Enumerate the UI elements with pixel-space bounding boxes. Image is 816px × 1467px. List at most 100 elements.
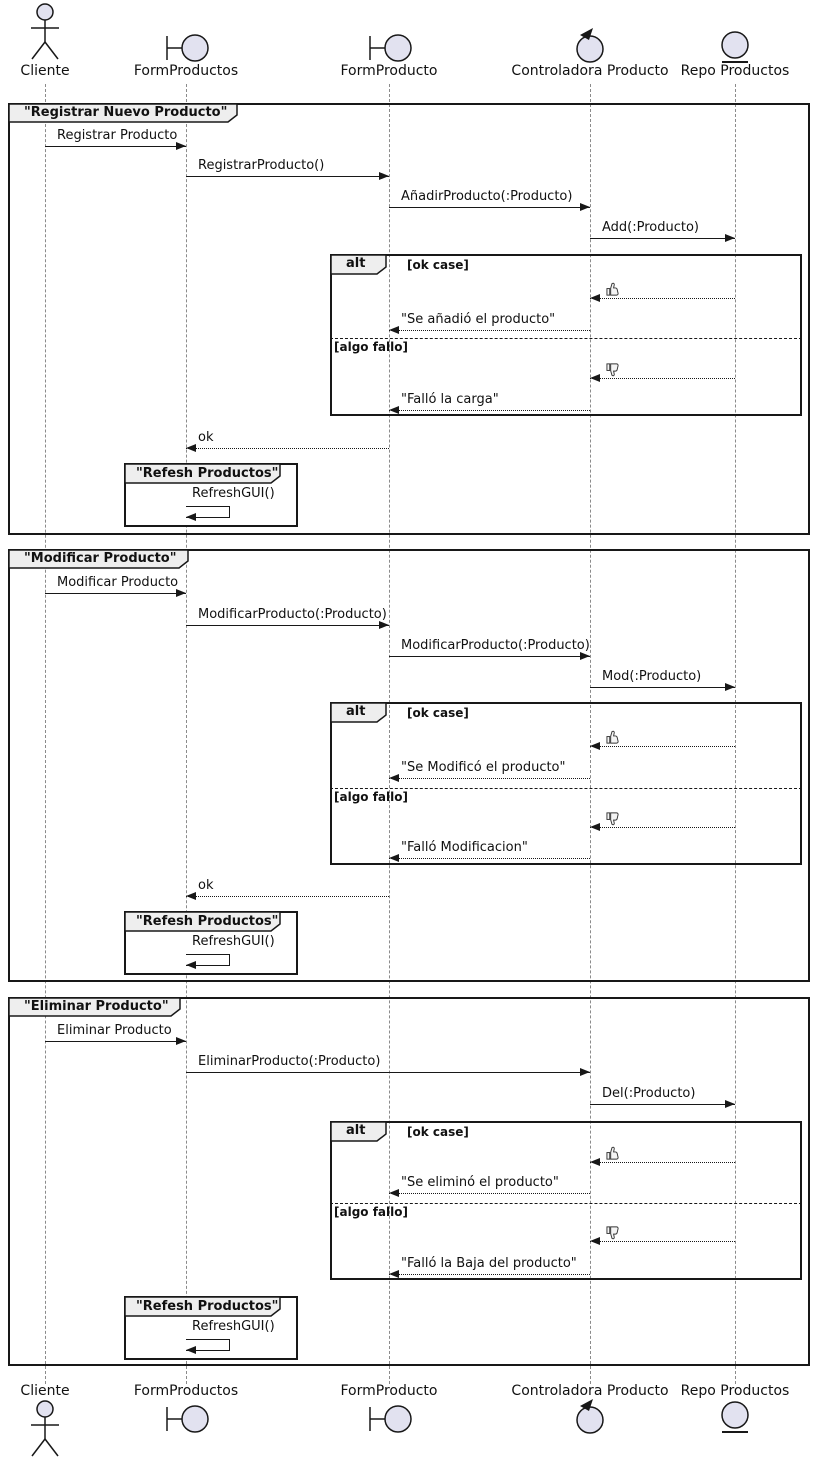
message-arrowhead-22 <box>590 1158 600 1166</box>
alt-condition-fail-1: [algo fallo] <box>334 340 408 354</box>
message-arrowhead-9 <box>186 444 196 452</box>
message-arrowhead-13 <box>725 683 735 691</box>
thumbs-up-icon <box>606 282 621 301</box>
message-line-2 <box>186 176 389 177</box>
frame-2-border <box>8 549 810 982</box>
frame-3-title-tab <box>8 997 181 1017</box>
message-label-20: EliminarProducto(:Producto) <box>198 1054 381 1069</box>
message-line-20 <box>186 1072 590 1073</box>
alt-fragment-1 <box>330 254 802 416</box>
message-line-14 <box>590 746 735 747</box>
control-icon <box>573 27 607 67</box>
frame-3-border <box>8 997 810 1366</box>
subframe-3-title: "Refesh Productos" <box>136 1299 279 1314</box>
alt-label-pentagon-1 <box>330 254 387 275</box>
message-label-10: Modificar Producto <box>57 575 179 590</box>
lifeline-formproductos <box>186 84 187 1384</box>
control-icon <box>573 1398 607 1438</box>
self-message-label-2: RefreshGUI() <box>192 934 275 949</box>
message-arrowhead-19 <box>176 1037 186 1045</box>
actor-icon <box>27 3 63 65</box>
entity-icon <box>718 30 752 70</box>
message-line-15 <box>389 778 590 779</box>
message-arrowhead-15 <box>389 774 399 782</box>
message-label-9: ok <box>198 430 214 445</box>
message-line-1 <box>45 146 186 147</box>
thumbs-up-icon <box>606 730 621 749</box>
alt-condition-fail-3: [algo fallo] <box>334 1205 408 1219</box>
message-line-8 <box>389 410 590 411</box>
thumbs-down-icon <box>606 1225 621 1244</box>
lifeline-controladora <box>590 84 591 1384</box>
alt-condition-ok-1: [ok case] <box>407 258 469 272</box>
participant-label-bottom-formproductos: FormProductos <box>133 1383 239 1399</box>
message-arrowhead-18 <box>186 892 196 900</box>
alt-label-pentagon-3 <box>330 1121 387 1142</box>
alt-divider-3 <box>330 1203 802 1204</box>
frame-1-title: "Registrar Nuevo Producto" <box>24 105 228 120</box>
alt-divider-2 <box>330 788 802 789</box>
message-arrowhead-23 <box>389 1189 399 1197</box>
lifeline-formproducto <box>389 84 390 1384</box>
message-arrowhead-8 <box>389 406 399 414</box>
participant-label-top-controladora: Controladora Producto <box>511 63 669 79</box>
frame-3-title: "Eliminar Producto" <box>24 999 169 1014</box>
message-label-1: Registrar Producto <box>57 128 178 143</box>
alt-condition-ok-3: [ok case] <box>407 1125 469 1139</box>
boundary-icon <box>363 33 413 67</box>
alt-fragment-3 <box>330 1121 802 1280</box>
message-arrowhead-3 <box>580 203 590 211</box>
message-line-18 <box>186 896 389 897</box>
message-arrowhead-10 <box>176 589 186 597</box>
message-line-3 <box>389 207 590 208</box>
alt-fragment-2 <box>330 702 802 865</box>
message-line-17 <box>389 858 590 859</box>
entity-icon <box>718 1400 752 1440</box>
message-arrowhead-24 <box>590 1237 600 1245</box>
message-line-5 <box>590 298 735 299</box>
self-message-arrowhead-2 <box>186 961 196 969</box>
self-message-arrowhead-3 <box>186 1346 196 1354</box>
participant-label-top-repo: Repo Productos <box>680 63 790 79</box>
frame-2-title: "Modificar Producto" <box>24 551 177 566</box>
boundary-icon <box>363 1404 413 1438</box>
message-line-19 <box>45 1041 186 1042</box>
self-message-loop-1 <box>186 506 230 518</box>
boundary-icon <box>160 33 210 67</box>
message-line-7 <box>590 378 735 379</box>
message-label-21: Del(:Producto) <box>602 1086 696 1101</box>
message-line-25 <box>389 1274 590 1275</box>
message-line-16 <box>590 827 735 828</box>
message-line-4 <box>590 238 735 239</box>
message-line-11 <box>186 625 389 626</box>
message-label-25: "Falló la Baja del producto" <box>401 1256 577 1271</box>
message-arrowhead-14 <box>590 742 600 750</box>
message-arrowhead-7 <box>590 374 600 382</box>
message-arrowhead-25 <box>389 1270 399 1278</box>
subframe-1-title: "Refesh Productos" <box>136 466 279 481</box>
message-arrowhead-5 <box>590 294 600 302</box>
participant-label-bottom-formproducto: FormProducto <box>340 1383 438 1399</box>
message-arrowhead-2 <box>379 172 389 180</box>
message-arrowhead-16 <box>590 823 600 831</box>
lifeline-repo <box>735 84 736 1384</box>
message-label-2: RegistrarProducto() <box>198 158 325 173</box>
message-label-11: ModificarProducto(:Producto) <box>198 607 387 622</box>
alt-label-2: alt <box>346 704 366 719</box>
participant-label-bottom-cliente: Cliente <box>20 1383 70 1399</box>
message-arrowhead-11 <box>379 621 389 629</box>
message-line-24 <box>590 1241 735 1242</box>
self-message-loop-3 <box>186 1339 230 1351</box>
message-arrowhead-21 <box>725 1100 735 1108</box>
participant-label-top-formproducto: FormProducto <box>340 63 438 79</box>
actor-icon <box>27 1400 63 1462</box>
message-line-6 <box>389 330 590 331</box>
message-line-13 <box>590 687 735 688</box>
frame-2-title-tab <box>8 549 189 569</box>
alt-label-3: alt <box>346 1123 366 1138</box>
message-line-21 <box>590 1104 735 1105</box>
subframe-2-title: "Refesh Productos" <box>136 914 279 929</box>
message-label-8: "Falló la carga" <box>401 392 499 407</box>
self-message-arrowhead-1 <box>186 513 196 521</box>
